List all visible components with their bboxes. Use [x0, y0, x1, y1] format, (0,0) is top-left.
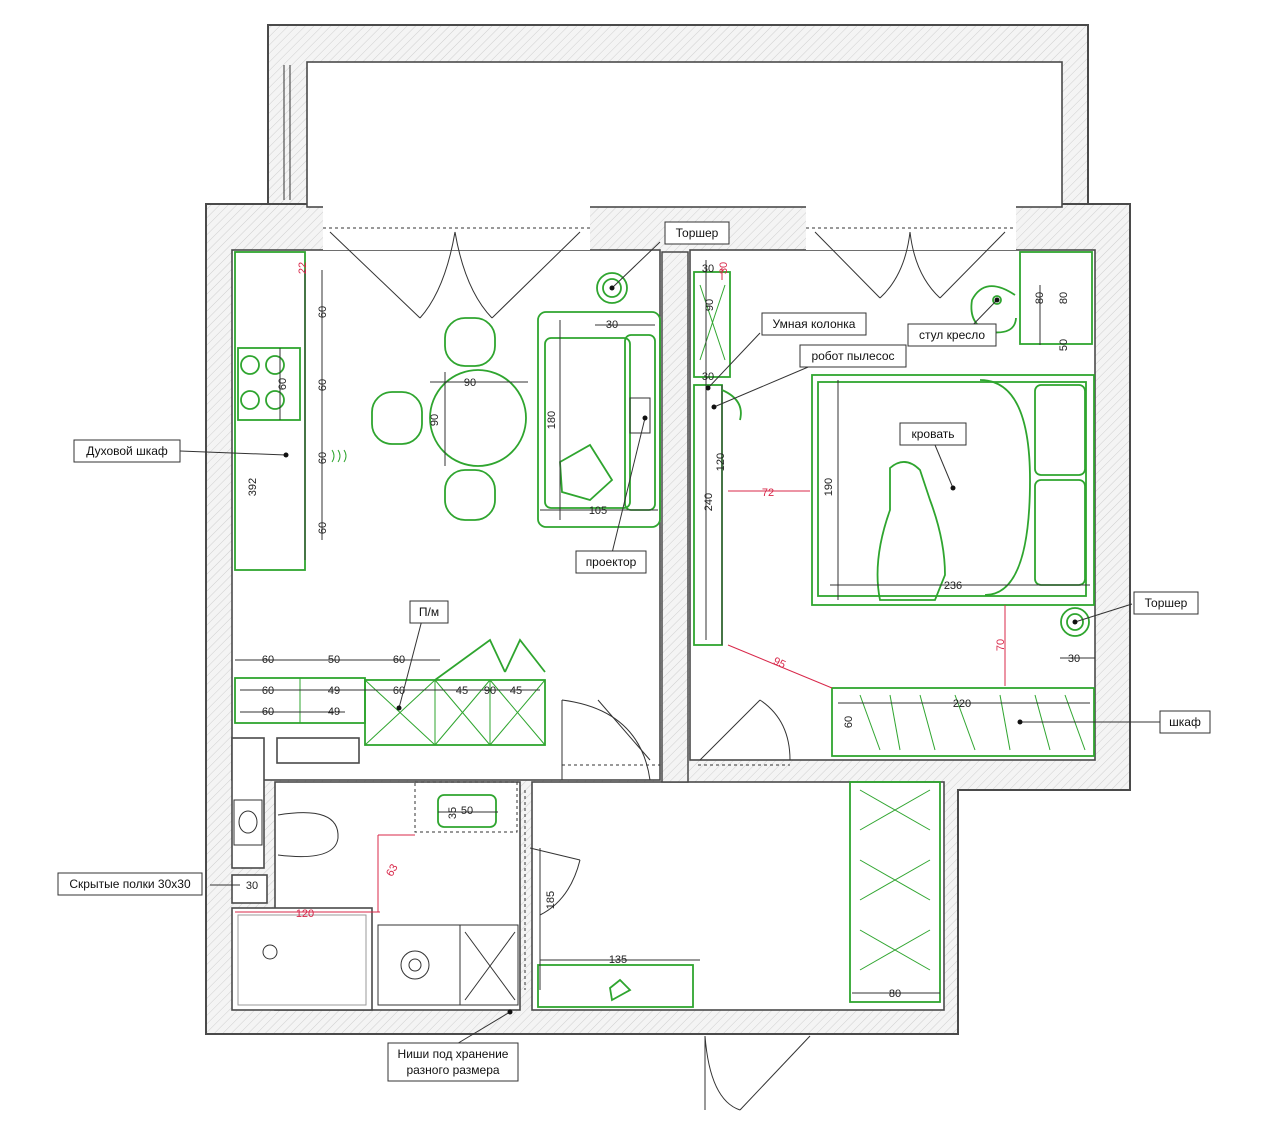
dim-bottom-60c: 60 — [262, 685, 274, 697]
dim-kitchen-60d: 60 — [317, 522, 329, 534]
dim-kitchen-22: 22 — [297, 262, 309, 274]
dim-bottom-49b: 49 — [328, 706, 340, 718]
dim-bottom-60e: 60 — [262, 706, 274, 718]
chair-desk — [970, 251, 1093, 345]
dim-sink-35: 35 — [447, 807, 459, 819]
callout-leaders — [179, 241, 1160, 1049]
dimension-lines — [235, 260, 1095, 994]
dim-lamp-30: 30 — [1068, 653, 1080, 665]
dim-table-90h: 90 — [464, 377, 476, 389]
dim-bed-70: 70 — [995, 639, 1007, 651]
label-wardrobe: шкаф — [1169, 715, 1201, 729]
callout-torsher-right: Торшер — [1133, 591, 1199, 615]
dining-set — [371, 317, 527, 521]
dim-bed-30-red: 30 — [718, 262, 730, 274]
label-niches-line2: разного размера — [406, 1063, 499, 1077]
dim-kitchen-60a: 60 — [317, 306, 329, 318]
dim-bed-236: 236 — [944, 580, 962, 592]
dim-bottom-90: 90 — [484, 685, 496, 697]
label-niches-line1: Ниши под хранение — [398, 1047, 509, 1061]
dim-bottom-50: 50 — [328, 654, 340, 666]
callout-niches: Ниши под хранение разного размера — [387, 1042, 519, 1082]
dim-bottom-60b: 60 — [393, 654, 405, 666]
dim-wardrobe-220: 220 — [953, 698, 971, 710]
bathroom-fixtures — [233, 781, 519, 1006]
dim-kitchen-60b: 60 — [317, 379, 329, 391]
bathroom-left-niche — [231, 737, 265, 869]
dim-bath-63: 63 — [384, 862, 401, 879]
dim-bottom-45b: 45 — [510, 685, 522, 697]
dim-bed-240: 240 — [703, 493, 715, 511]
dim-bed-90: 90 — [704, 299, 716, 311]
dim-hall-135: 135 — [609, 954, 627, 966]
dim-sofa-105: 105 — [589, 505, 607, 517]
label-dishwasher: П/м — [419, 605, 439, 619]
dim-desk-50: 50 — [1058, 339, 1070, 351]
windows — [323, 205, 1016, 319]
floor-lamp-top — [596, 272, 628, 304]
bathroom — [274, 781, 521, 1011]
doors — [524, 251, 811, 1111]
dim-kitchen-60e: 60 — [277, 378, 289, 390]
dim-kitchen-60c: 60 — [317, 452, 329, 464]
kitchen-lower-niche — [276, 737, 360, 764]
label-chair: стул кресло — [919, 328, 985, 342]
dim-hall-80: 80 — [889, 988, 901, 1000]
hallway — [531, 781, 945, 1011]
bedroom-shelves — [693, 271, 742, 646]
label-torsher-right: Торшер — [1145, 596, 1188, 610]
kitchen-bottom-cabinets — [234, 638, 546, 746]
dim-bottom-49a: 49 — [328, 685, 340, 697]
floor-lamp-right — [1060, 607, 1090, 637]
dim-desk-80b: 80 — [1058, 292, 1070, 304]
dim-bed-95: 95 — [771, 655, 787, 671]
label-bed: кровать — [912, 427, 955, 441]
dim-shower-120: 120 — [296, 908, 314, 920]
dim-kitchen-392: 392 — [247, 478, 259, 496]
callout-projector: проектор — [575, 550, 647, 574]
label-smart-speaker: Умная колонка — [773, 317, 856, 331]
bed — [811, 374, 1095, 606]
balcony — [306, 61, 1063, 208]
hallway-furniture — [537, 781, 941, 1008]
dim-desk-80a: 80 — [1034, 292, 1046, 304]
shower-area — [231, 907, 373, 1011]
dim-bottom-45a: 45 — [456, 685, 468, 697]
label-oven: Духовой шкаф — [86, 444, 168, 458]
dimension-labels: 22 60 60 60 60 392 60 90 90 30 180 105 6… — [246, 262, 1080, 1000]
dim-bottom-60a: 60 — [262, 654, 274, 666]
callout-robot: робот пылесос — [799, 344, 907, 368]
label-hidden-shelves: Скрытые полки 30х30 — [69, 877, 191, 891]
label-robot: робот пылесос — [811, 349, 894, 363]
dim-shelves-30: 30 — [246, 880, 258, 892]
callout-dishwasher: П/м — [409, 600, 449, 624]
callout-dots — [283, 285, 1078, 1015]
hidden-shelves-niche — [231, 874, 268, 904]
dim-hall-185: 185 — [545, 891, 557, 909]
dim-bed-190: 190 — [823, 478, 835, 496]
dim-bed-30a: 30 — [702, 263, 714, 275]
dim-wardrobe-60: 60 — [843, 716, 855, 728]
dim-bottom-60d: 60 — [393, 685, 405, 697]
callout-wardrobe: шкаф — [1159, 710, 1211, 734]
callout-chair: стул кресло — [907, 323, 997, 347]
callout-smart-speaker: Умная колонка — [761, 312, 867, 336]
dim-bed-72: 72 — [762, 487, 774, 499]
callout-bed: кровать — [899, 422, 967, 446]
dim-bed-120: 120 — [715, 453, 727, 471]
label-projector: проектор — [586, 555, 637, 569]
dim-sofa-30: 30 — [606, 319, 618, 331]
sofa — [537, 311, 661, 528]
dim-bed-30b: 30 — [702, 371, 714, 383]
dim-table-90v: 90 — [429, 414, 441, 426]
dim-sofa-180: 180 — [546, 411, 558, 429]
dim-sink-50: 50 — [461, 805, 473, 817]
label-torsher-top: Торшер — [676, 226, 719, 240]
callout-torsher-top: Торшер — [664, 221, 730, 245]
callout-oven: Духовой шкаф — [73, 439, 181, 463]
callout-hidden-shelves: Скрытые полки 30х30 — [57, 872, 203, 896]
